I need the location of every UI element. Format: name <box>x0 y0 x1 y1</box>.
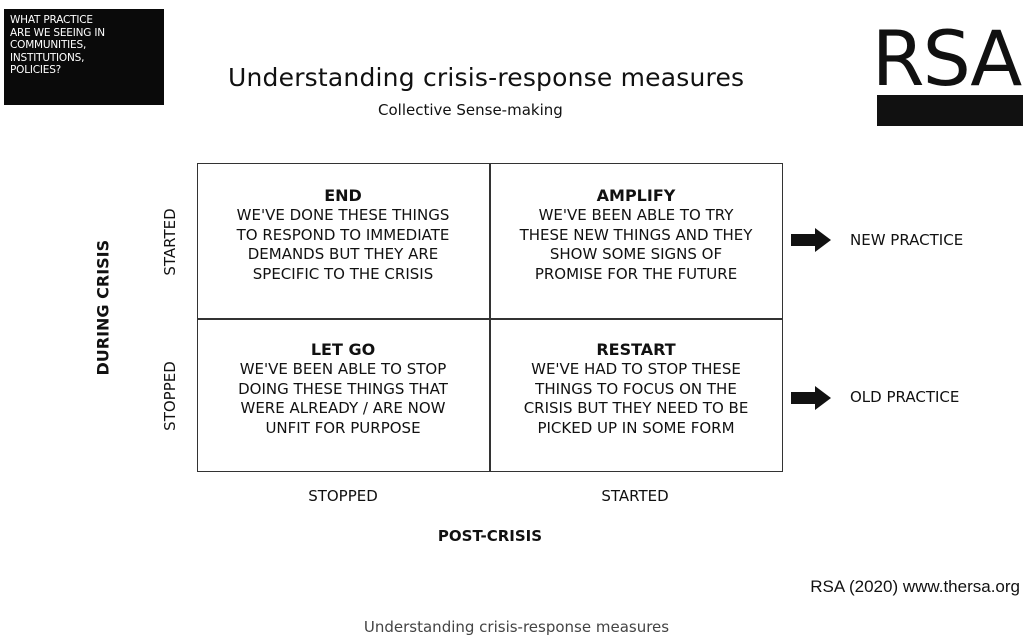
cell-heading: AMPLIFY <box>596 186 676 205</box>
cell-heading: LET GO <box>310 340 376 359</box>
cell-let-go: LET GO WE'VE BEEN ABLE TO STOP DOING THE… <box>198 340 488 438</box>
question-line: COMMUNITIES, <box>10 39 87 51</box>
question-line: POLICIES? <box>10 64 62 76</box>
cell-line: UNFIT FOR PURPOSE <box>265 418 421 437</box>
matrix-divider-vertical <box>489 164 491 471</box>
row-label-started: STARTED <box>161 208 179 276</box>
cell-amplify: AMPLIFY WE'VE BEEN ABLE TO TRY THESE NEW… <box>491 186 781 284</box>
outcome-new-practice: NEW PRACTICE <box>850 231 964 249</box>
response-matrix: END WE'VE DONE THESE THINGS TO RESPOND T… <box>197 163 783 472</box>
x-axis-label: POST-CRISIS <box>437 527 543 545</box>
cell-line: SPECIFIC TO THE CRISIS <box>252 264 434 283</box>
cell-heading: RESTART <box>596 340 676 359</box>
matrix-divider-horizontal <box>198 318 782 320</box>
cell-line: DOING THESE THINGS THAT <box>238 379 448 398</box>
page-subtitle: Collective Sense-making <box>378 101 563 119</box>
outcome-old-practice: OLD PRACTICE <box>850 388 960 406</box>
cell-line: WE'VE BEEN ABLE TO TRY <box>538 206 734 224</box>
cell-line: WE'VE DONE THESE THINGS <box>236 206 450 224</box>
cell-line: PICKED UP IN SOME FORM <box>537 418 735 437</box>
cell-heading: END <box>324 186 362 205</box>
caption: Understanding crisis-response measures <box>363 618 670 636</box>
question-line: ARE WE SEEING IN <box>10 26 105 39</box>
cell-line: THINGS TO FOCUS ON THE <box>535 379 737 398</box>
cell-line: WERE ALREADY / ARE NOW <box>240 399 446 417</box>
source-citation: RSA (2020) www.thersa.org <box>810 577 1020 596</box>
row-label-stopped: STOPPED <box>161 361 179 431</box>
question-line: WHAT PRACTICE <box>10 14 93 26</box>
logo-text: RSA <box>871 14 1022 103</box>
column-label-started: STARTED <box>601 487 669 505</box>
cell-line: WE'VE BEEN ABLE TO STOP <box>239 360 447 378</box>
cell-end: END WE'VE DONE THESE THINGS TO RESPOND T… <box>198 186 488 284</box>
cell-line: THESE NEW THINGS AND THEY <box>519 225 753 244</box>
logo-bar <box>877 95 1023 126</box>
cell-line: WE'VE HAD TO STOP THESE <box>531 360 741 378</box>
cell-line: SHOW SOME SIGNS OF <box>549 245 723 263</box>
cell-line: DEMANDS BUT THEY ARE <box>247 245 439 263</box>
column-label-stopped: STOPPED <box>308 487 378 505</box>
cell-restart: RESTART WE'VE HAD TO STOP THESE THINGS T… <box>491 340 781 438</box>
cell-line: CRISIS BUT THEY NEED TO BE <box>523 399 749 417</box>
page-title: Understanding crisis-response measures <box>228 63 745 92</box>
cell-line: PROMISE FOR THE FUTURE <box>534 264 738 283</box>
right-arrow-icon <box>791 386 831 410</box>
question-box: WHAT PRACTICE ARE WE SEEING IN COMMUNITI… <box>4 9 164 105</box>
rsa-logo: RSA <box>866 14 1026 126</box>
cell-line: TO RESPOND TO IMMEDIATE <box>236 225 450 244</box>
question-line: INSTITUTIONS, <box>10 51 85 64</box>
y-axis-label: DURING CRISIS <box>93 239 113 376</box>
right-arrow-icon <box>791 228 831 252</box>
